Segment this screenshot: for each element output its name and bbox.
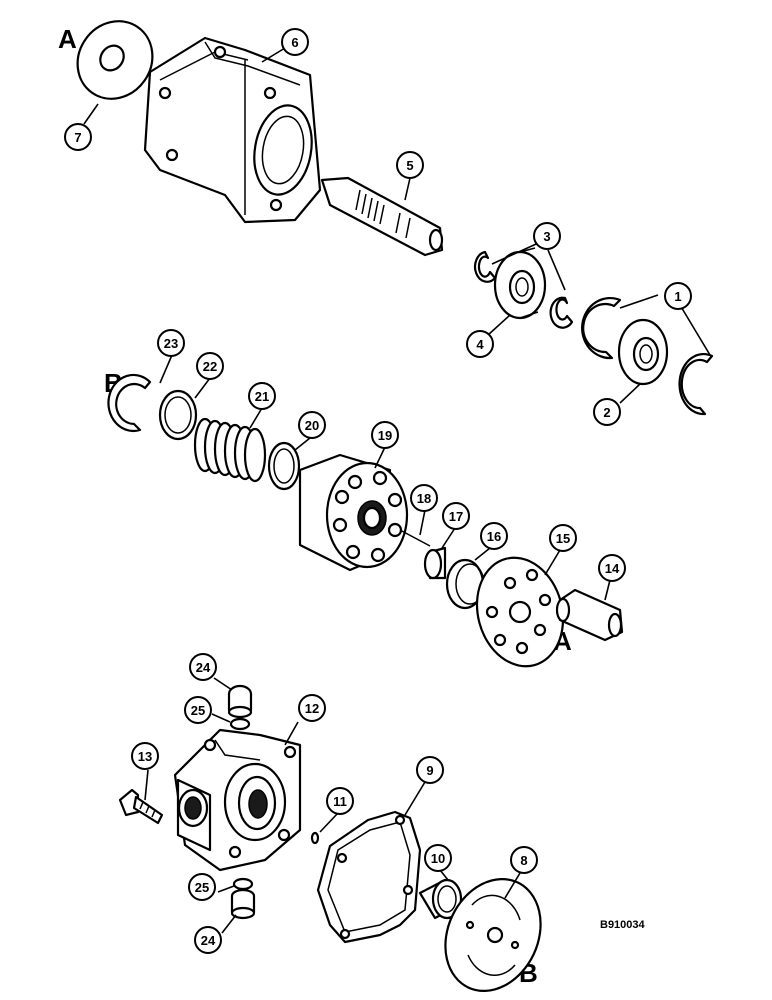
svg-text:25: 25	[195, 880, 209, 895]
part-24-plug-top	[227, 684, 253, 719]
callout-3: 3	[533, 222, 561, 250]
part-17-ball-guide	[423, 546, 447, 580]
svg-text:15: 15	[556, 531, 570, 546]
svg-text:10: 10	[431, 851, 445, 866]
part-9-gasket	[316, 810, 422, 944]
svg-text:12: 12	[305, 701, 319, 716]
callout-13: 13	[131, 742, 159, 770]
part-1-snap-ring-right	[678, 353, 714, 416]
svg-text:18: 18	[417, 491, 431, 506]
svg-text:11: 11	[333, 794, 347, 809]
callout-20: 20	[298, 411, 326, 439]
callout-6: 6	[281, 28, 309, 56]
callout-25-top: 25	[184, 696, 212, 724]
callout-10: 10	[424, 844, 452, 872]
svg-text:19: 19	[378, 428, 392, 443]
part-7-washer	[76, 20, 154, 100]
svg-text:4: 4	[476, 337, 484, 352]
callout-18: 18	[410, 484, 438, 512]
callout-22: 22	[196, 352, 224, 380]
ref-letter-a-top: A	[58, 24, 77, 54]
part-3-snap-ring-left	[473, 250, 497, 283]
callout-5: 5	[396, 151, 424, 179]
svg-text:14: 14	[605, 561, 620, 576]
part-13-bolt	[118, 788, 164, 825]
svg-text:2: 2	[603, 405, 610, 420]
part-24-plug-bottom	[230, 888, 256, 920]
svg-text:23: 23	[164, 336, 178, 351]
svg-text:20: 20	[305, 418, 319, 433]
part-11-pin	[310, 831, 320, 845]
callout-1: 1	[664, 282, 692, 310]
part-1-snap-ring-left	[581, 297, 622, 360]
part-6-housing	[143, 36, 322, 224]
part-21-spring	[193, 417, 267, 483]
callout-19: 19	[371, 421, 399, 449]
svg-text:8: 8	[520, 853, 527, 868]
svg-text:21: 21	[255, 389, 269, 404]
svg-text:16: 16	[487, 529, 501, 544]
part-19-cylinder-barrel	[298, 453, 409, 572]
callout-12: 12	[298, 694, 326, 722]
svg-text:22: 22	[203, 359, 217, 374]
svg-text:1: 1	[674, 289, 681, 304]
callout-4: 4	[466, 330, 494, 358]
part-15-retainer-plate	[475, 556, 565, 668]
callout-17: 17	[442, 502, 470, 530]
svg-text:3: 3	[543, 229, 550, 244]
part-25-oring-top	[229, 717, 251, 731]
svg-text:25: 25	[191, 703, 205, 718]
part-22-washer	[158, 389, 198, 441]
callout-23: 23	[157, 329, 185, 357]
callout-24-top: 24	[189, 653, 217, 681]
leader-lines	[83, 47, 711, 934]
figure-id: B910034	[600, 919, 646, 931]
callout-7: 7	[64, 123, 92, 151]
part-20-washer	[267, 441, 301, 491]
callout-15: 15	[549, 524, 577, 552]
svg-text:9: 9	[426, 763, 433, 778]
callout-21: 21	[248, 382, 276, 410]
svg-text:13: 13	[138, 749, 152, 764]
part-14-pin	[555, 588, 624, 642]
part-4-bearing	[493, 247, 547, 320]
callout-2: 2	[593, 398, 621, 426]
callout-24-bottom: 24	[194, 926, 222, 954]
svg-text:6: 6	[291, 35, 298, 50]
callout-11: 11	[326, 787, 354, 815]
part-2-bearing	[617, 318, 669, 386]
svg-text:24: 24	[201, 933, 216, 948]
part-23-retaining-ring	[107, 373, 152, 433]
svg-text:24: 24	[196, 660, 211, 675]
svg-text:5: 5	[406, 158, 413, 173]
svg-text:7: 7	[74, 130, 81, 145]
part-5-shaft	[320, 176, 444, 257]
part-8-valve-plate	[444, 877, 542, 993]
part-10-needle-bearing	[418, 878, 463, 920]
callout-25-bottom: 25	[188, 873, 216, 901]
callout-9: 9	[416, 756, 444, 784]
callout-8: 8	[510, 846, 538, 874]
svg-text:17: 17	[449, 509, 463, 524]
part-3-snap-ring-right	[549, 296, 574, 329]
callout-14: 14	[598, 554, 626, 582]
part-12-end-cover	[173, 728, 302, 872]
part-25-oring-bottom	[232, 877, 254, 891]
callout-16: 16	[480, 522, 508, 550]
part-18-pin	[399, 529, 431, 547]
